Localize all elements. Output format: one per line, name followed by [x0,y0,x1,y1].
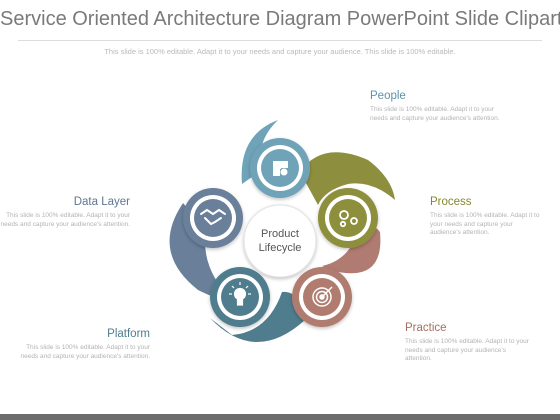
label-practice-desc: This slide is 100% editable. Adapt it to… [405,338,529,362]
label-platform-desc: This slide is 100% editable. Adapt it to… [20,344,150,360]
puzzle-icon [273,161,288,176]
label-platform: Platform This slide is 100% editable. Ad… [10,328,150,361]
label-practice: Practice This slide is 100% editable. Ad… [405,322,530,364]
gears-icon [339,210,358,228]
petal-process [300,152,395,205]
center-label-line1: Product [261,228,299,240]
center-label-line2: Lifecycle [259,242,302,254]
slide-subtitle: This slide is 100% editable. Adapt it to… [104,47,456,56]
label-data-layer: Data Layer This slide is 100% editable. … [0,196,130,229]
slide-title: Service Oriented Architecture Diagram Po… [0,8,560,30]
handshake-icon [200,208,226,226]
lightbulb-icon [229,282,251,306]
target-icon [312,286,333,307]
label-data-layer-desc: This slide is 100% editable. Adapt it to… [0,212,130,228]
node-process [318,188,378,248]
label-people: People This slide is 100% editable. Adap… [370,90,510,123]
title-divider [18,40,542,41]
label-process-desc: This slide is 100% editable. Adapt it to… [430,212,540,236]
label-people-desc: This slide is 100% editable. Adapt it to… [370,106,500,122]
label-practice-title: Practice [405,322,447,334]
label-process-title: Process [430,196,472,208]
label-people-title: People [370,90,406,102]
label-platform-title: Platform [107,328,150,340]
footer-bar [0,414,560,420]
node-data-layer [183,188,243,248]
label-process: Process This slide is 100% editable. Ada… [430,196,545,238]
center-hub [243,204,317,278]
petal-platform [210,291,305,343]
label-data-layer-title: Data Layer [73,196,130,208]
